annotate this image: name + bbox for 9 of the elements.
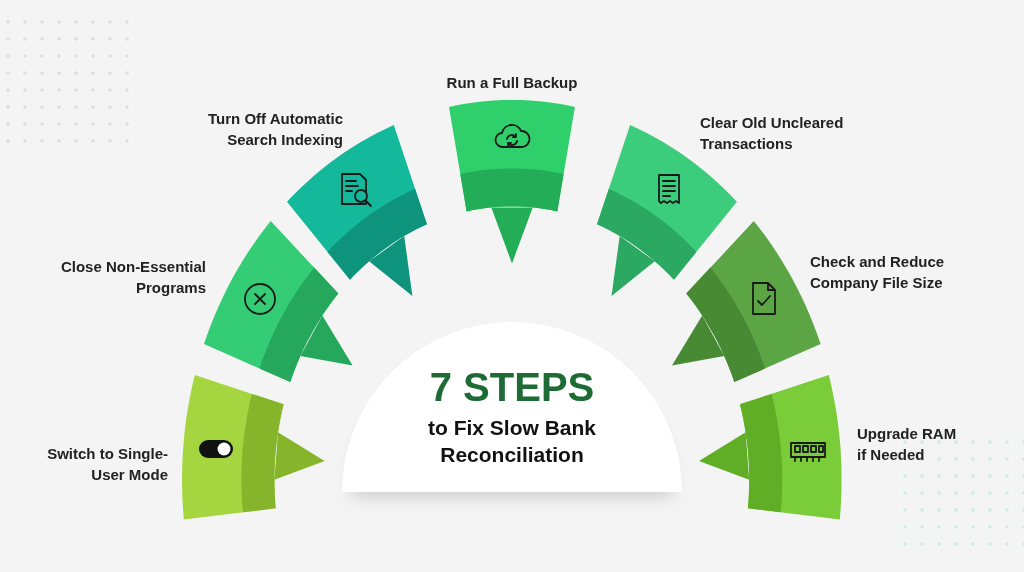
step-label: Close Non-Essential Programs [59,257,206,298]
heading: 7 STEPS [428,364,596,410]
subheading: to Fix Slow Bank Reconciliation [427,415,597,468]
step-label: Check and Reduce Company File Size [810,252,946,293]
step-label: Turn Off Automatic Search Indexing [207,109,343,150]
step-label: Upgrade RAM if Needed [857,424,958,465]
step-label: Clear Old Uncleared Transactions [700,113,845,154]
step-label: Switch to Single-User Mode [46,444,168,485]
step-label: Run a Full Backup [445,73,579,93]
